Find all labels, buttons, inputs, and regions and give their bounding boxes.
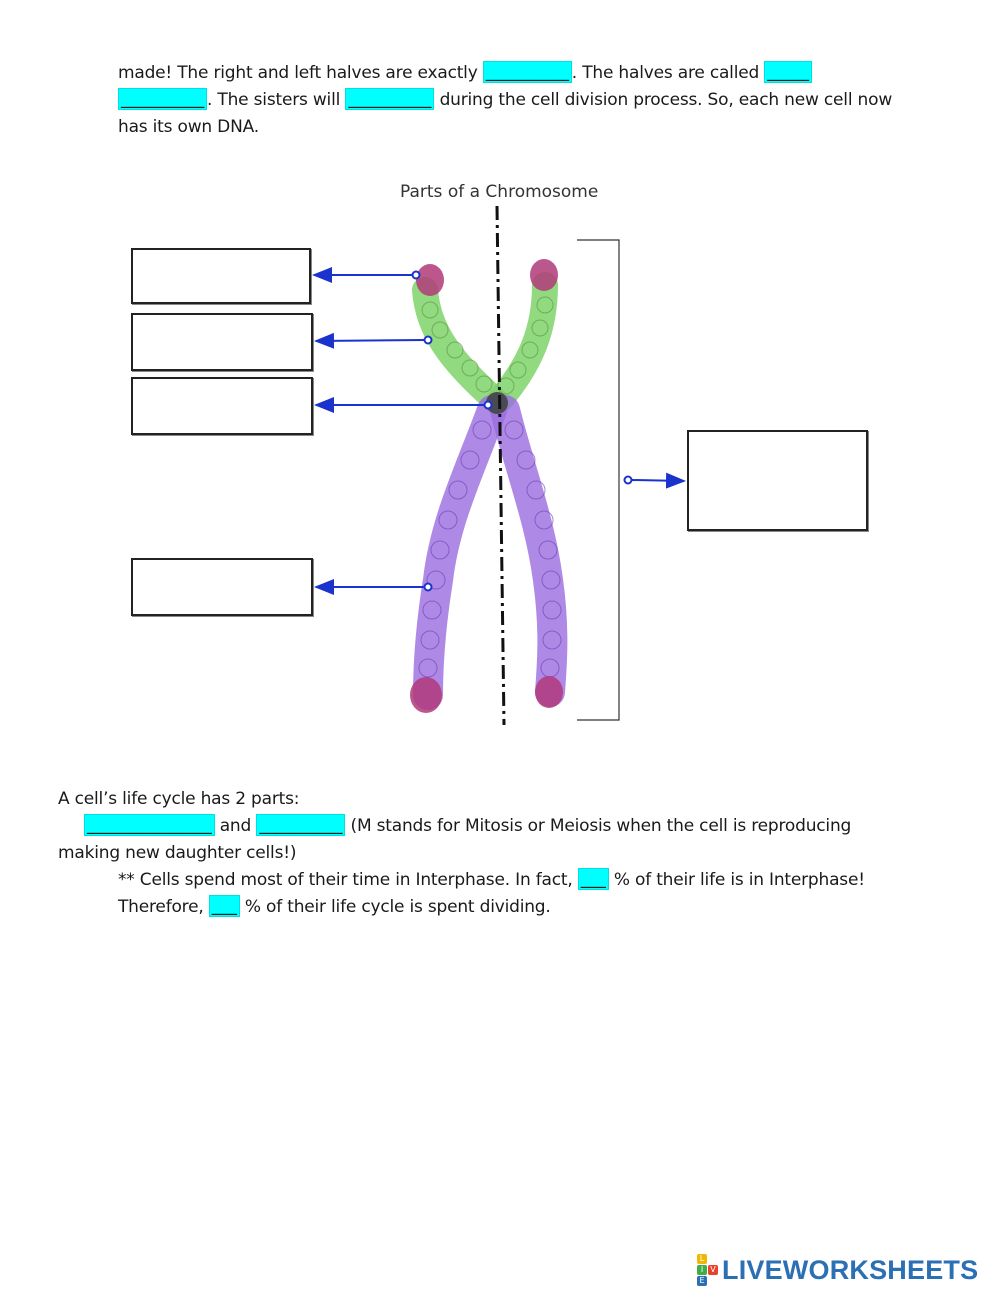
intro-text: during the cell division process. So, ea… — [434, 90, 893, 110]
life-cycle-text: Therefore, — [118, 897, 209, 917]
logo-block: V — [708, 1265, 718, 1275]
center-axis-line — [495, 205, 506, 726]
intro-text: made! The right and left halves are exac… — [118, 63, 483, 83]
life-cycle-heading: A cell’s life cycle has 2 parts: — [58, 789, 300, 809]
whole-chromosome-bracket — [577, 239, 620, 721]
centromere — [486, 392, 508, 414]
life-cycle-note-1: ** Cells spend most of their time in Int… — [58, 867, 865, 894]
label-box-lower-arm[interactable] — [131, 558, 313, 616]
life-cycle-note-2: Therefore, ___ % of their life cycle is … — [58, 894, 865, 921]
label-box-whole-chromosome[interactable] — [687, 430, 868, 531]
answer-blank-interphase[interactable]: _______________ — [84, 814, 215, 836]
liveworksheets-logo[interactable]: L I V E LIVEWORKSHEETS — [697, 1254, 979, 1286]
logo-block: I — [697, 1265, 707, 1275]
life-cycle-line-2: making new daughter cells!) — [58, 843, 297, 863]
life-cycle-text: (M stands for Mitosis or Meiosis when th… — [345, 816, 852, 836]
life-cycle-text: and — [214, 816, 257, 836]
intro-text: . The sisters will — [207, 90, 346, 110]
label-box-telomere[interactable] — [131, 248, 311, 304]
label-arrows — [312, 267, 686, 595]
life-cycle-text: % of their life cycle is spent dividing. — [239, 897, 551, 917]
arrow-chromatid — [314, 332, 426, 349]
answer-blank-interphase-percent[interactable]: ___ — [577, 868, 609, 890]
life-cycle-text: ** Cells spend most of their time in Int… — [118, 870, 578, 890]
answer-blank-halves-1[interactable]: _____ — [764, 61, 812, 83]
logo-block: E — [697, 1276, 707, 1286]
intro-line-2: __________. The sisters will __________ … — [118, 87, 892, 114]
answer-blank-halves-2[interactable]: __________ — [118, 88, 208, 110]
logo-blocks-icon: L I V E — [697, 1254, 718, 1286]
upper-right-arm — [487, 272, 558, 413]
chromosome-illustration — [410, 259, 568, 713]
chromosome-diagram — [312, 205, 686, 726]
lower-left-arm — [413, 395, 507, 710]
intro-line-3: has its own DNA. — [118, 117, 259, 137]
intro-line-1: made! The right and left halves are exac… — [118, 60, 892, 87]
life-cycle-line-1: _______________ and __________ (M stands… — [58, 813, 865, 840]
arrow-whole-chromosome — [631, 472, 686, 489]
logo-block: L — [697, 1254, 707, 1264]
life-cycle-text: % of their life is in Interphase! — [608, 870, 865, 890]
intro-paragraph: made! The right and left halves are exac… — [118, 60, 892, 141]
intro-text: . The halves are called — [571, 63, 765, 83]
lower-right-arm — [490, 395, 568, 707]
label-box-chromatid[interactable] — [131, 313, 313, 371]
label-box-centromere[interactable] — [131, 377, 313, 435]
answer-blank-exactly[interactable]: __________ — [482, 61, 572, 83]
upper-left-arm — [412, 277, 508, 413]
answer-blank-dividing-percent[interactable]: ___ — [208, 895, 240, 917]
answer-blank-m-phase[interactable]: __________ — [256, 814, 346, 836]
life-cycle-section: A cell’s life cycle has 2 parts: _______… — [58, 786, 865, 921]
answer-blank-sisters[interactable]: __________ — [345, 88, 435, 110]
telomere-tips — [410, 259, 563, 713]
diagram-title: Parts of a Chromosome — [400, 182, 599, 202]
logo-text: LIVEWORKSHEETS — [722, 1254, 979, 1285]
